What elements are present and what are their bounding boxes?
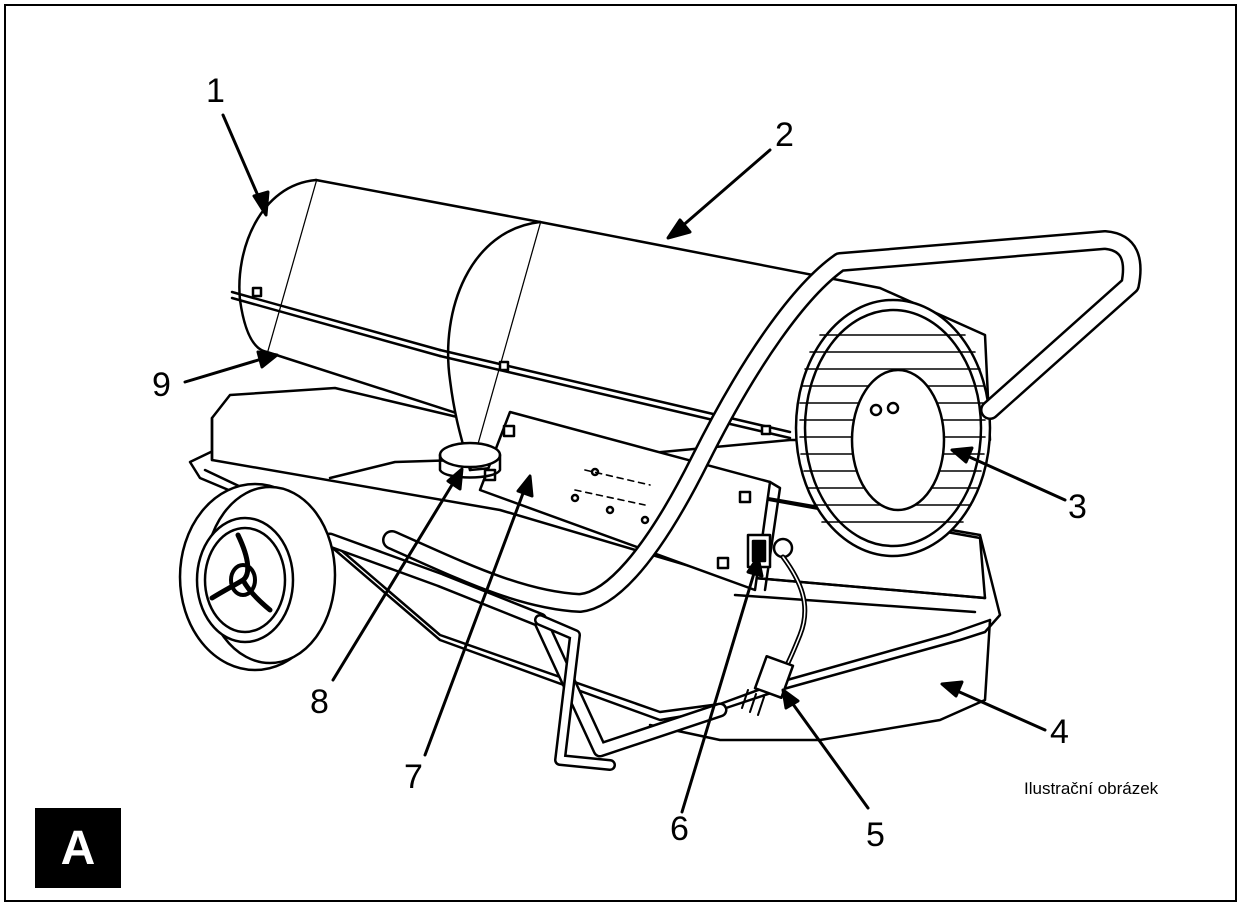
- leader-2: [678, 148, 772, 230]
- callout-7: 7: [404, 758, 423, 796]
- fuel-cap: [438, 441, 502, 479]
- callout-5: 5: [866, 816, 885, 854]
- leader-6: [680, 568, 757, 814]
- leader-3: [963, 453, 1067, 502]
- wheel: [178, 482, 337, 672]
- callout-4: 4: [1050, 713, 1069, 751]
- leader-9: [183, 356, 267, 384]
- callout-3: 3: [1068, 488, 1087, 526]
- leader-4: [953, 688, 1047, 732]
- figure-badge: A: [35, 808, 121, 888]
- arrowhead-8: [446, 467, 464, 491]
- callout-9: 9: [152, 366, 171, 404]
- arrowhead-5: [781, 688, 800, 710]
- callout-2: 2: [775, 116, 794, 154]
- arrowhead-9: [256, 350, 279, 369]
- arrowhead-4: [940, 680, 964, 698]
- leader-7: [423, 486, 527, 757]
- arrowhead-7: [516, 474, 534, 498]
- leader-8: [331, 478, 457, 682]
- power-cord: [741, 537, 808, 716]
- leader-5: [788, 698, 870, 810]
- callout-1: 1: [206, 72, 225, 110]
- figure-caption: Ilustrační obrázek: [1024, 779, 1159, 798]
- outlet-grille: [794, 298, 992, 558]
- arrowhead-2: [666, 218, 692, 240]
- arrowhead-6: [746, 555, 764, 578]
- arrowhead-3: [950, 446, 974, 464]
- carrying-handle: [382, 230, 1142, 613]
- callout-8: 8: [310, 683, 329, 721]
- arrowhead-1: [252, 190, 270, 217]
- leader-1: [221, 113, 264, 207]
- leader-arrows: [183, 113, 1067, 814]
- callout-6: 6: [670, 810, 689, 848]
